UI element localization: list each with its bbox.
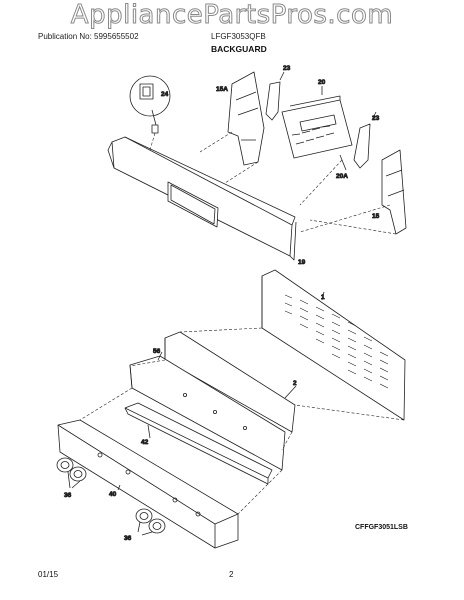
part-15-right-bracket: 15 [372,149,407,235]
part-23-clip-upper: 23 [265,65,291,121]
watermark-logo: AppliancePartsPros.com [70,0,394,31]
part-24-switch-detail: 24 [129,75,171,134]
part-42-support-channel: 42 [124,402,273,485]
callout-42: 42 [141,439,149,446]
callout-36-right: 36 [124,535,132,542]
assembly-lines-lower [79,327,405,515]
callout-1: 1 [321,294,325,301]
part-2-trim-panel: 2 [164,331,297,433]
callout-24: 24 [161,91,169,98]
section-title: BACKGUARD [211,44,267,54]
part-23-clip-lower: 23 [353,111,380,169]
assembly-lines-upper [149,131,397,235]
model-number: LFGF3053QFB [211,32,266,41]
callout-23-lower: 23 [372,115,380,122]
callout-15: 15 [372,213,380,220]
part-36-knobs-right: 36 [124,508,166,542]
callout-40: 40 [109,491,117,498]
callout-20: 20 [318,79,326,86]
diagram-code: CFFGF3051LSB [355,524,408,531]
callout-19: 19 [298,259,306,266]
callout-23-upper: 23 [283,65,291,72]
part-20-control-board: 20 20A [281,79,353,180]
part-56-manifold-panel: 56 [129,348,286,471]
page-number: 2 [229,570,234,579]
callout-15a: 15A [216,86,228,93]
callout-56: 56 [153,348,161,355]
part-1-rear-panel: 1 [261,269,406,421]
callout-2: 2 [293,380,297,387]
callout-20a: 20A [336,173,348,180]
callout-36-left: 36 [64,492,72,499]
part-36-knobs-left: 36 [56,457,87,499]
part-19-backguard: 19 [107,136,306,266]
footer-date: 01/15 [38,570,59,579]
part-15a-left-bracket: 15A [216,71,265,166]
publication-number: Publication No: 5995655502 [38,32,139,41]
